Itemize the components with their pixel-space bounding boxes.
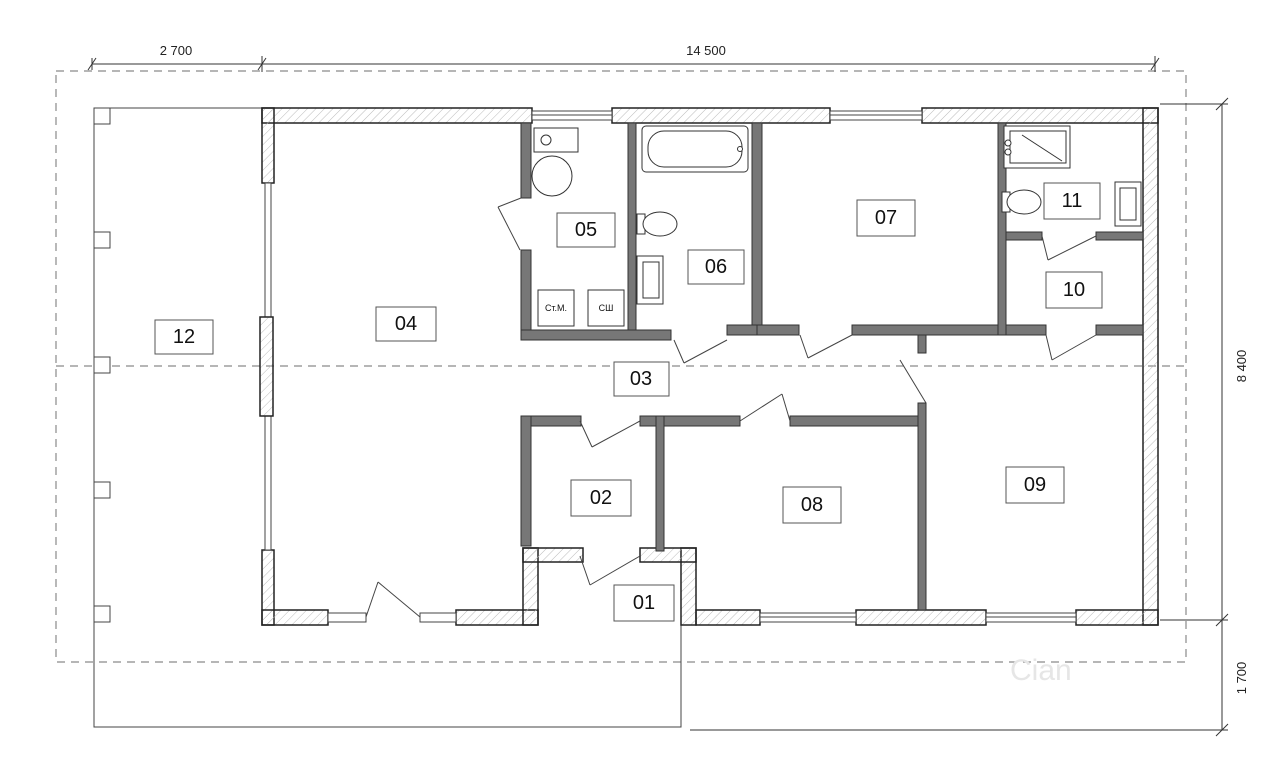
room-11-label: 11 xyxy=(1062,190,1083,212)
room-09-label: 09 xyxy=(1024,474,1046,496)
dim-top-left: 2 700 xyxy=(160,43,193,58)
wall-pier xyxy=(259,316,274,417)
room-12-label: 12 xyxy=(173,326,195,348)
water-tank-icon xyxy=(531,155,573,197)
sink-icon-2 xyxy=(1114,181,1142,227)
terrace-posts xyxy=(93,107,111,623)
toilet-icon xyxy=(636,211,678,237)
room-04-label: 04 xyxy=(395,313,417,335)
door-swings xyxy=(365,197,1097,618)
partitions xyxy=(520,122,1144,611)
exterior-walls xyxy=(261,107,1159,626)
dimension-labels: 2 700 14 500 8 400 1 700 xyxy=(160,43,1249,694)
room-07-label: 07 xyxy=(875,207,897,229)
room-10-label: 10 xyxy=(1063,279,1085,301)
room-05-label: 05 xyxy=(575,219,597,241)
washer-label: Ст.М. xyxy=(545,303,567,313)
toilet-icon-2 xyxy=(1001,189,1042,215)
windows xyxy=(264,110,1077,623)
room-02-label: 02 xyxy=(590,487,612,509)
room-03-label: 03 xyxy=(630,368,652,390)
dryer-label: СШ xyxy=(599,303,614,313)
room-01-label: 01 xyxy=(633,592,655,614)
dim-right-bottom: 1 700 xyxy=(1234,662,1249,695)
sink-icon xyxy=(636,255,664,305)
dryer-box xyxy=(587,289,625,327)
boiler-icon xyxy=(533,127,579,153)
room-08-label: 08 xyxy=(801,494,823,516)
watermark: Cian xyxy=(1010,654,1072,687)
dim-right-main: 8 400 xyxy=(1234,350,1249,383)
washer-box xyxy=(537,289,575,327)
terrace-outline xyxy=(93,107,682,728)
dimension-lines xyxy=(87,56,1229,737)
room-06-label: 06 xyxy=(705,256,727,278)
dim-top-main: 14 500 xyxy=(686,43,726,58)
shower-icon xyxy=(1003,125,1071,169)
room-label-boxes xyxy=(154,182,1103,622)
fixtures xyxy=(531,125,1142,327)
